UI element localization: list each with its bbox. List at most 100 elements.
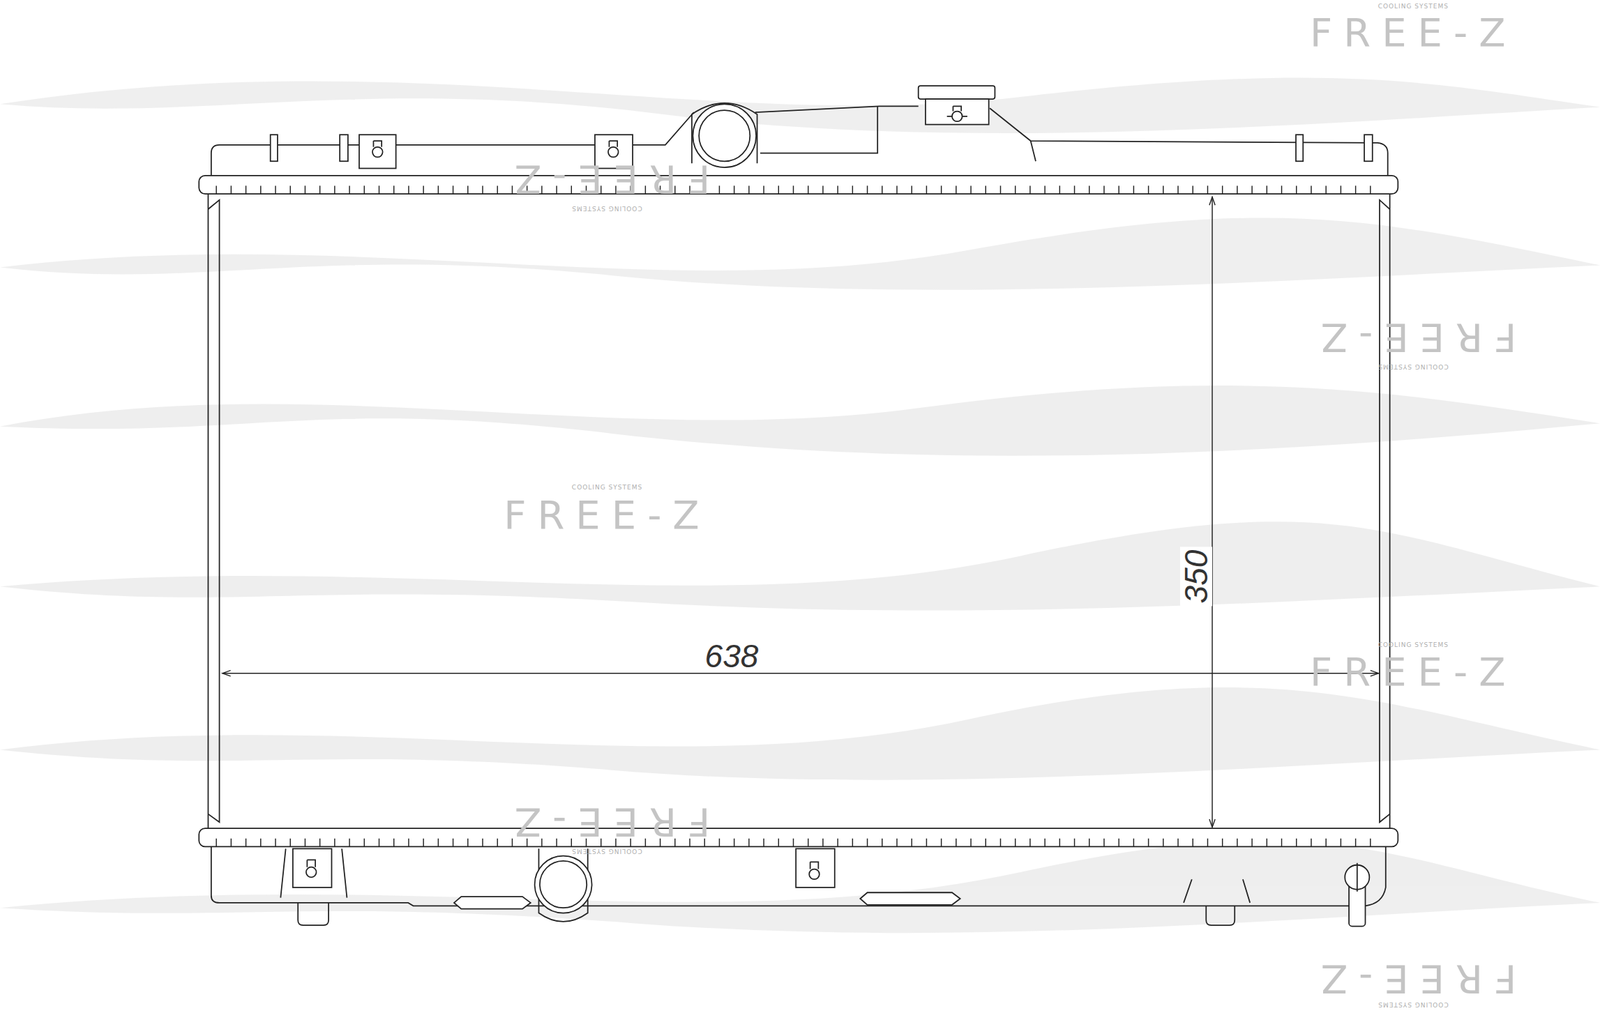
- header-tooth: [881, 839, 883, 848]
- header-tooth: [822, 839, 824, 848]
- header-tooth: [970, 185, 971, 194]
- watermark-subtitle: COOLING SYSTEMS: [1378, 641, 1449, 648]
- watermark-subtitle: COOLING SYSTEMS: [1378, 363, 1449, 370]
- wave-background: [0, 78, 1600, 934]
- header-tooth: [422, 185, 424, 194]
- header-tooth: [763, 185, 764, 194]
- header-tooth: [1281, 185, 1282, 194]
- header-tooth: [348, 185, 350, 194]
- header-tooth: [215, 185, 217, 194]
- header-tooth: [496, 185, 498, 194]
- header-tooth: [1369, 839, 1371, 848]
- watermark-logo: FREE-Z: [503, 802, 711, 842]
- header-tooth: [1295, 839, 1297, 848]
- header-tooth: [1355, 185, 1356, 194]
- header-tooth: [378, 839, 380, 848]
- header-tooth: [822, 185, 824, 194]
- dimension-height: 350: [1180, 546, 1213, 607]
- header-tooth: [364, 839, 365, 848]
- header-tooth: [452, 839, 454, 848]
- header-tooth: [408, 185, 409, 194]
- header-tooth: [719, 839, 720, 848]
- header-tooth: [985, 839, 987, 848]
- header-tooth: [245, 185, 247, 194]
- header-tooth: [836, 839, 838, 848]
- header-tooth: [245, 839, 247, 848]
- header-tooth: [733, 185, 735, 194]
- header-tooth: [1236, 185, 1238, 194]
- header-tooth: [1029, 185, 1031, 194]
- header-tooth: [1192, 185, 1194, 194]
- header-tooth: [926, 839, 927, 848]
- header-tooth: [452, 185, 454, 194]
- header-tooth: [378, 185, 380, 194]
- header-tooth: [748, 185, 750, 194]
- header-tooth: [807, 185, 809, 194]
- header-tooth: [719, 185, 720, 194]
- header-tooth: [393, 185, 395, 194]
- header-tooth: [408, 839, 409, 848]
- header-tooth: [1074, 185, 1075, 194]
- watermark-logo: FREE-Z: [503, 159, 711, 199]
- header-tooth: [748, 839, 750, 848]
- header-tooth: [1221, 185, 1223, 194]
- header-tooth: [1369, 185, 1371, 194]
- header-tooth: [260, 839, 261, 848]
- header-tooth: [852, 185, 854, 194]
- header-tooth: [274, 839, 276, 848]
- header-tooth: [467, 185, 469, 194]
- header-tooth: [1325, 839, 1326, 848]
- watermark-logo: FREE-Z: [1309, 652, 1517, 692]
- header-tooth: [1103, 839, 1105, 848]
- header-tooth: [985, 185, 987, 194]
- watermark-logo: FREE-Z: [503, 495, 711, 535]
- header-tooth: [1029, 839, 1031, 848]
- header-tooth: [1044, 839, 1045, 848]
- header-tooth: [1059, 185, 1061, 194]
- header-tooth: [940, 839, 942, 848]
- watermark-subtitle: COOLING SYSTEMS: [1378, 1000, 1449, 1008]
- header-tooth: [778, 839, 780, 848]
- header-tooth: [763, 839, 764, 848]
- header-tooth: [793, 839, 794, 848]
- header-tooth: [778, 185, 780, 194]
- header-tooth: [496, 839, 498, 848]
- header-tooth: [1207, 185, 1209, 194]
- header-tooth: [1088, 839, 1090, 848]
- header-tooth: [319, 185, 321, 194]
- header-tooth: [438, 185, 439, 194]
- header-tooth: [852, 839, 854, 848]
- header-tooth: [1133, 839, 1135, 848]
- header-tooth: [1014, 839, 1016, 848]
- watermark-subtitle: COOLING SYSTEMS: [571, 484, 643, 492]
- header-tooth: [1000, 839, 1001, 848]
- header-tooth: [1251, 185, 1252, 194]
- header-tooth: [304, 839, 306, 848]
- header-tooth: [955, 839, 957, 848]
- header-tooth: [1000, 185, 1001, 194]
- header-tooth: [793, 185, 794, 194]
- header-tooth: [1281, 839, 1282, 848]
- watermark-logo: FREE-Z: [1309, 959, 1517, 999]
- header-tooth: [1251, 839, 1252, 848]
- header-tooth: [1221, 839, 1223, 848]
- header-tooth: [1148, 839, 1149, 848]
- header-tooth: [334, 839, 335, 848]
- header-tooth: [1088, 185, 1090, 194]
- header-tooth: [348, 839, 350, 848]
- header-tooth: [422, 839, 424, 848]
- header-tooth: [1133, 185, 1135, 194]
- dimension-width: 638: [702, 640, 762, 673]
- header-tooth: [1266, 185, 1268, 194]
- header-tooth: [1340, 185, 1342, 194]
- header-tooth: [1236, 839, 1238, 848]
- header-tooth: [910, 185, 912, 194]
- watermark-subtitle: COOLING SYSTEMS: [571, 205, 643, 212]
- header-tooth: [910, 839, 912, 848]
- header-tooth: [1310, 839, 1312, 848]
- header-tooth: [1074, 839, 1075, 848]
- dimension-lines: [222, 196, 1379, 828]
- header-tooth: [230, 185, 232, 194]
